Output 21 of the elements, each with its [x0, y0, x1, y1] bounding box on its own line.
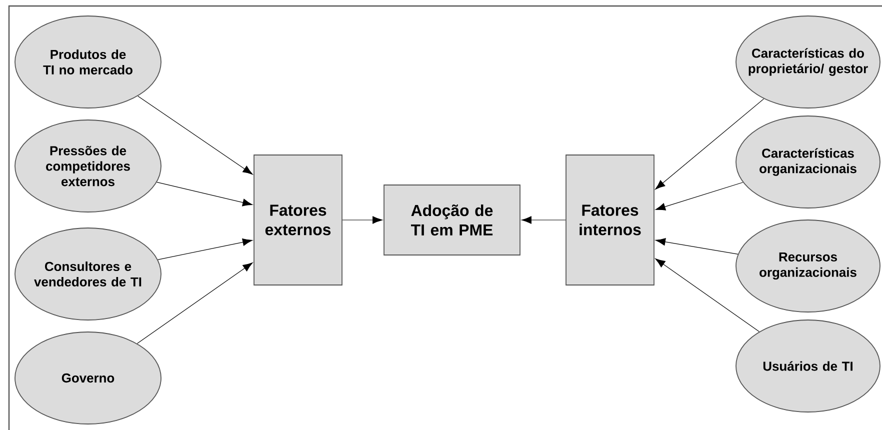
- ellipse-node: Governo: [14, 332, 162, 424]
- ellipse-node: Usuários de TI: [736, 320, 880, 412]
- ellipse-node: Consultores e vendedores de TI: [14, 228, 162, 320]
- arrow: [158, 238, 253, 260]
- arrow: [138, 96, 253, 175]
- arrow: [342, 216, 383, 224]
- arrow: [136, 262, 253, 344]
- arrow: [655, 182, 744, 210]
- ellipse-node: Características organizacionais: [736, 116, 880, 208]
- ellipse-node: Pressões de competidores externos: [14, 120, 162, 212]
- process-box: Fatores internos: [566, 154, 654, 286]
- arrow: [655, 258, 760, 332]
- arrow: [655, 238, 738, 254]
- process-box: Adoção de TI em PME: [384, 184, 520, 256]
- arrow: [521, 216, 566, 224]
- process-box: Fatores externos: [254, 154, 342, 286]
- ellipse-node: Características do proprietário/ gestor: [736, 16, 880, 108]
- arrow: [156, 182, 253, 206]
- ellipse-node: Recursos organizacionais: [736, 220, 880, 312]
- ellipse-node: Produtos de TI no mercado: [14, 16, 162, 108]
- arrow: [655, 98, 764, 190]
